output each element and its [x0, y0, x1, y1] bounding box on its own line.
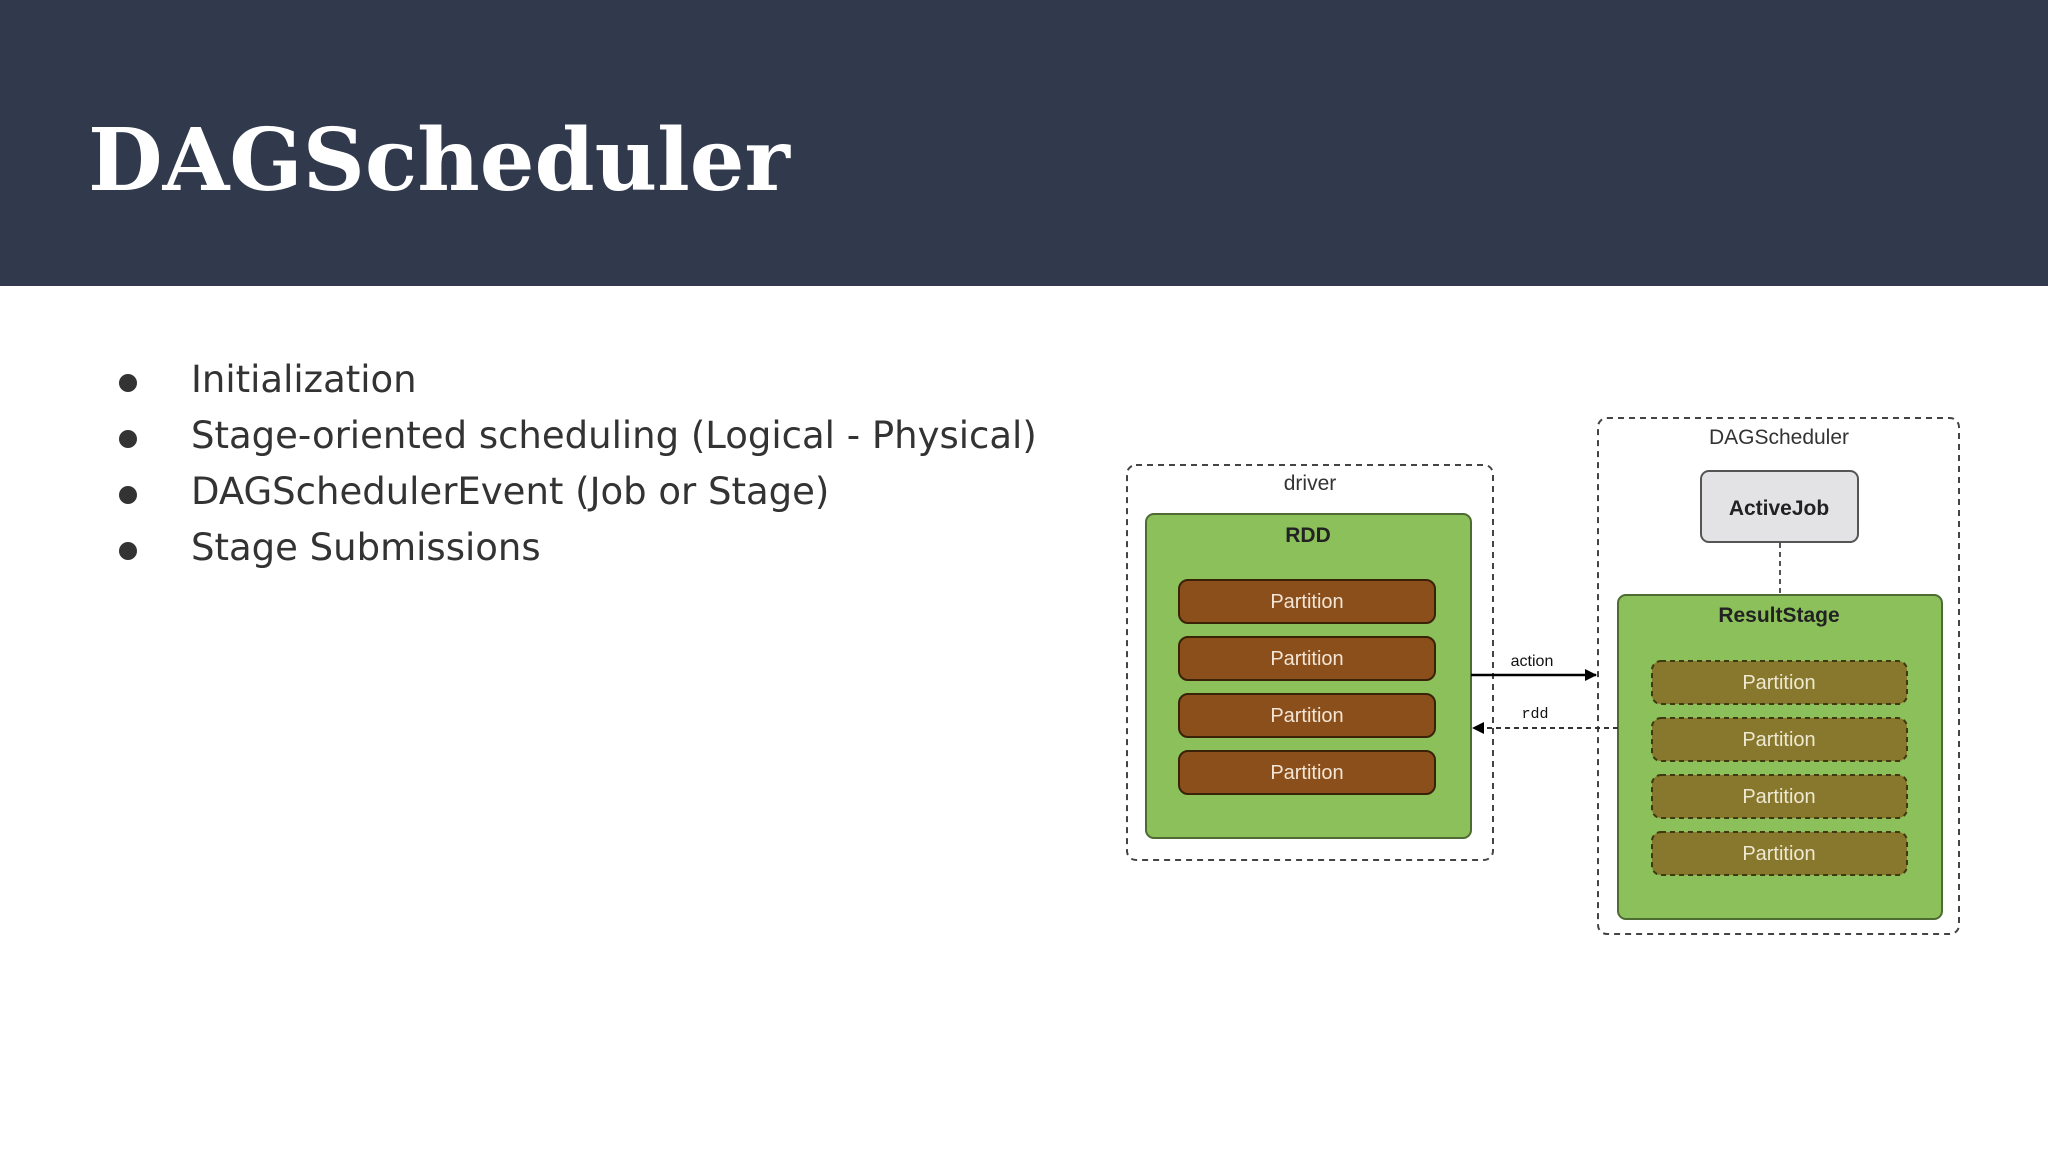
- bullet-dot-icon: [119, 486, 137, 504]
- stage-partition: [1651, 831, 1908, 876]
- driver-container: [1126, 464, 1494, 861]
- bullet-text: DAGSchedulerEvent (Job or Stage): [191, 470, 830, 513]
- rdd-partition: [1178, 750, 1436, 795]
- stage-partition-label: Partition: [1742, 786, 1815, 808]
- rdd-partition-label: Partition: [1270, 591, 1343, 613]
- active-job-box: [1700, 470, 1859, 543]
- stage-partition-label: Partition: [1742, 729, 1815, 751]
- rdd-partition-label: Partition: [1270, 705, 1343, 727]
- bullet-text: Stage-oriented scheduling (Logical - Phy…: [191, 414, 1037, 457]
- rdd-return-arrowhead-icon: [1472, 722, 1484, 734]
- stage-partition-label: Partition: [1742, 843, 1815, 865]
- bullet-text: Stage Submissions: [191, 526, 541, 569]
- stage-partition: [1651, 774, 1908, 819]
- dagscheduler-label: DAGScheduler: [1709, 426, 1849, 449]
- bullet-dot-icon: [119, 542, 137, 560]
- result-stage-label: ResultStage: [1718, 604, 1839, 627]
- rdd-partition-label: Partition: [1270, 648, 1343, 670]
- rdd-partition: [1178, 579, 1436, 624]
- dagscheduler-container: [1597, 417, 1960, 935]
- slide-title: DAGScheduler: [88, 110, 790, 211]
- stage-partition-label: Partition: [1742, 672, 1815, 694]
- stage-partition: [1651, 717, 1908, 762]
- rdd-arrow-label: rdd: [1521, 706, 1548, 723]
- title-bar: DAGScheduler: [0, 0, 2048, 286]
- stage-partition: [1651, 660, 1908, 705]
- active-job-label: ActiveJob: [1729, 497, 1829, 520]
- bullet-dot-icon: [119, 430, 137, 448]
- action-label: action: [1511, 653, 1554, 670]
- rdd-partition-label: Partition: [1270, 762, 1343, 784]
- rdd-label: RDD: [1285, 524, 1331, 547]
- driver-label: driver: [1284, 472, 1337, 495]
- rdd-partition: [1178, 636, 1436, 681]
- bullet-dot-icon: [119, 374, 137, 392]
- bullet-text: Initialization: [191, 358, 417, 401]
- rdd-partition: [1178, 693, 1436, 738]
